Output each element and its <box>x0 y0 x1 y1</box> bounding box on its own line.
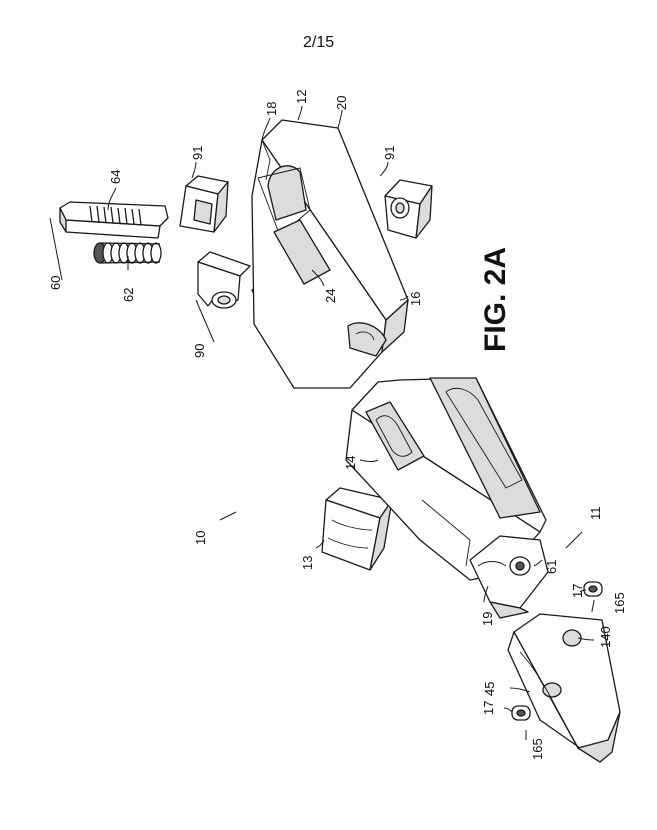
label-91-right: 91 <box>382 146 397 160</box>
label-61: 61 <box>544 560 559 574</box>
label-60: 60 <box>48 276 63 290</box>
label-90: 90 <box>192 344 207 358</box>
label-17-lower: 17 <box>481 701 496 715</box>
label-13: 13 <box>300 556 315 570</box>
block-part-right <box>385 180 432 238</box>
label-16: 16 <box>408 292 423 306</box>
block-part-left <box>180 176 228 232</box>
label-165-upper: 165 <box>612 592 627 614</box>
latch-bar-part <box>60 202 168 238</box>
label-45: 45 <box>482 682 497 696</box>
label-165-lower: 165 <box>530 738 545 760</box>
label-12: 12 <box>294 90 309 104</box>
label-91-left: 91 <box>190 146 205 160</box>
label-19: 19 <box>480 612 495 626</box>
pin-part-lower <box>512 706 530 720</box>
label-18: 18 <box>264 102 279 116</box>
label-17-upper: 17 <box>570 584 585 598</box>
label-11: 11 <box>588 507 603 521</box>
label-20: 20 <box>334 96 349 110</box>
label-24: 24 <box>323 289 338 303</box>
pin-part-upper <box>584 582 602 596</box>
label-64: 64 <box>108 170 123 184</box>
pad-part <box>322 488 392 570</box>
figure-title: FIG. 2A <box>479 247 512 352</box>
label-10: 10 <box>193 531 208 545</box>
label-14: 14 <box>343 456 358 470</box>
label-62: 62 <box>121 288 136 302</box>
label-140: 140 <box>598 626 613 648</box>
